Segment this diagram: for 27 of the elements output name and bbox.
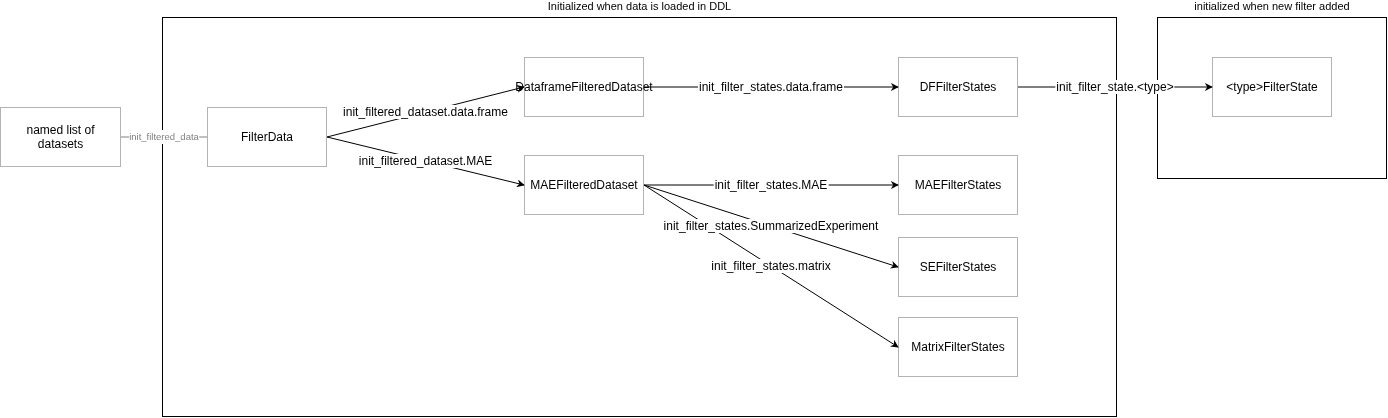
process-box xyxy=(898,317,1018,377)
box-label: FilterData xyxy=(240,130,294,144)
edge-label: init_filter_state.<type> xyxy=(1055,80,1175,94)
edge-label: init_filtered_dataset.data.frame xyxy=(342,105,509,119)
box-label: <type>FilterState xyxy=(1225,80,1319,94)
edge-label: init_filtered_data xyxy=(129,130,199,144)
edge-label: init_filter_states.MAE xyxy=(713,178,829,192)
box-label: MAEFilteredDataset xyxy=(529,178,639,192)
process-box xyxy=(524,155,644,215)
box-label: named list of datasets xyxy=(25,123,96,151)
process-box xyxy=(0,107,121,167)
box-label: MAEFilterStates xyxy=(913,178,1003,192)
process-box xyxy=(1212,57,1332,117)
process-box xyxy=(207,107,327,167)
process-box xyxy=(898,155,1018,215)
process-box xyxy=(898,237,1018,297)
edge-label: init_filter_states.SummarizedExperiment xyxy=(662,219,880,233)
edge-label: init_filter_states.matrix xyxy=(710,259,832,273)
box-label: SEFilterStates xyxy=(918,260,998,274)
group-title: Initialized when data is loaded in DDL xyxy=(546,0,733,12)
group-title: initialized when new filter added xyxy=(1193,0,1351,12)
box-label: MatrixFilterStates xyxy=(910,340,1006,354)
edge-label: init_filter_states.data.frame xyxy=(697,80,845,94)
edge-label: init_filtered_dataset.MAE xyxy=(357,154,494,168)
process-box xyxy=(898,57,1018,117)
box-label: DataframeFilteredDataset xyxy=(514,80,654,94)
box-label: DFFilterStates xyxy=(918,80,998,94)
